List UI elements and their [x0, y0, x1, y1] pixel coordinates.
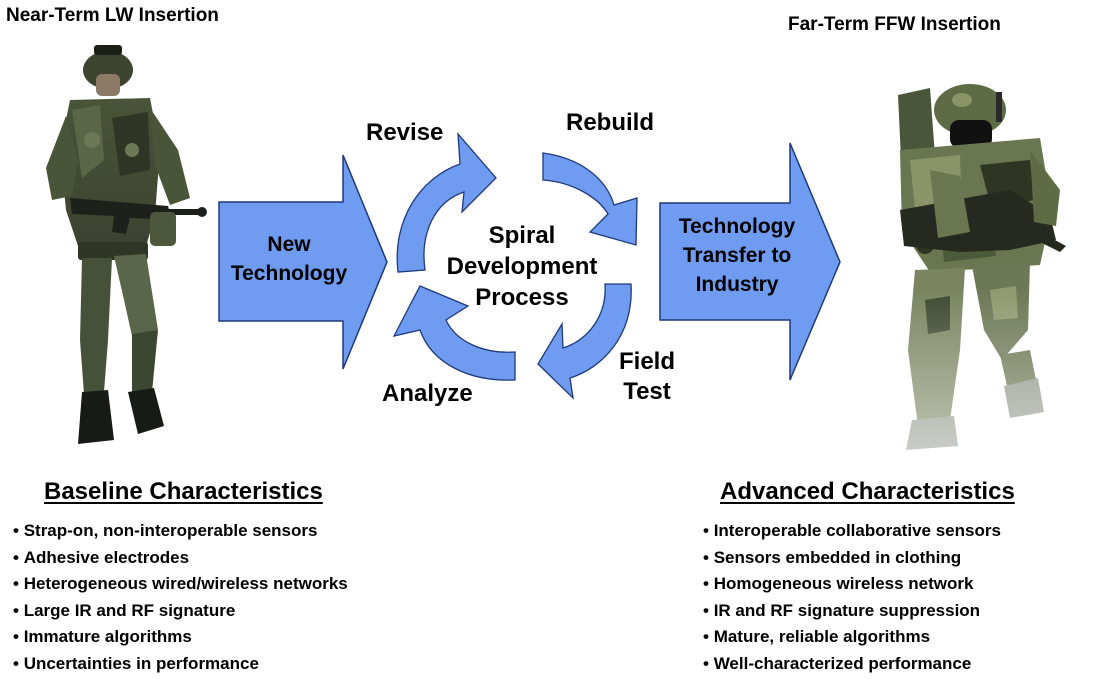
technology-transfer-line-3: Industry: [695, 273, 779, 296]
list-item: Interoperable collaborative sensors: [703, 518, 1001, 545]
far-term-title: Far-Term FFW Insertion: [788, 14, 1001, 35]
analyze-cycle-arrow: [392, 285, 516, 381]
list-item: Strap-on, non-interoperable sensors: [13, 518, 348, 545]
list-item: Immature algorithms: [13, 624, 348, 651]
technology-transfer-label: Technology Transfer to Industry: [662, 212, 812, 299]
advanced-heading: Advanced Characteristics: [720, 478, 1015, 505]
technology-transfer-arrow: [659, 142, 841, 381]
revise-cycle-arrow: [396, 132, 497, 273]
field-test-cycle-arrow: [537, 283, 632, 400]
rebuild-label: Rebuild: [566, 109, 654, 136]
new-technology-line-2: Technology: [230, 262, 348, 285]
spiral-development-label: Spiral Development Process: [432, 220, 612, 313]
spiral-line: Spiral: [488, 222, 556, 249]
soldier-far-term-image: [880, 80, 1080, 460]
list-item: Well-characterized performance: [703, 651, 1001, 678]
advanced-list: Interoperable collaborative sensors Sens…: [703, 518, 1001, 677]
test-line: Test: [623, 378, 671, 405]
field-test-label: Field Test: [612, 347, 682, 407]
baseline-heading: Baseline Characteristics: [44, 478, 323, 505]
list-item: Mature, reliable algorithms: [703, 624, 1001, 651]
technology-transfer-line-1: Technology: [678, 215, 796, 238]
development-line: Development: [446, 253, 598, 280]
new-technology-arrow: [218, 154, 388, 370]
new-technology-line-1: New: [267, 233, 311, 256]
process-line: Process: [475, 284, 569, 311]
near-term-title: Near-Term LW Insertion: [6, 5, 219, 26]
analyze-label: Analyze: [382, 380, 473, 407]
rebuild-cycle-arrow: [542, 152, 638, 246]
list-item: Homogeneous wireless network: [703, 571, 1001, 598]
technology-transfer-line-2: Transfer to: [682, 244, 792, 267]
soldier-near-term-image: [46, 45, 207, 444]
field-line: Field: [618, 348, 675, 375]
list-item: Uncertainties in performance: [13, 651, 348, 678]
list-item: Adhesive electrodes: [13, 545, 348, 572]
list-item: Large IR and RF signature: [13, 598, 348, 625]
new-technology-label: New Technology: [219, 230, 359, 288]
baseline-list: Strap-on, non-interoperable sensors Adhe…: [13, 518, 348, 677]
list-item: Heterogeneous wired/wireless networks: [13, 571, 348, 598]
list-item: IR and RF signature suppression: [703, 598, 1001, 625]
list-item: Sensors embedded in clothing: [703, 545, 1001, 572]
revise-label: Revise: [366, 119, 444, 146]
